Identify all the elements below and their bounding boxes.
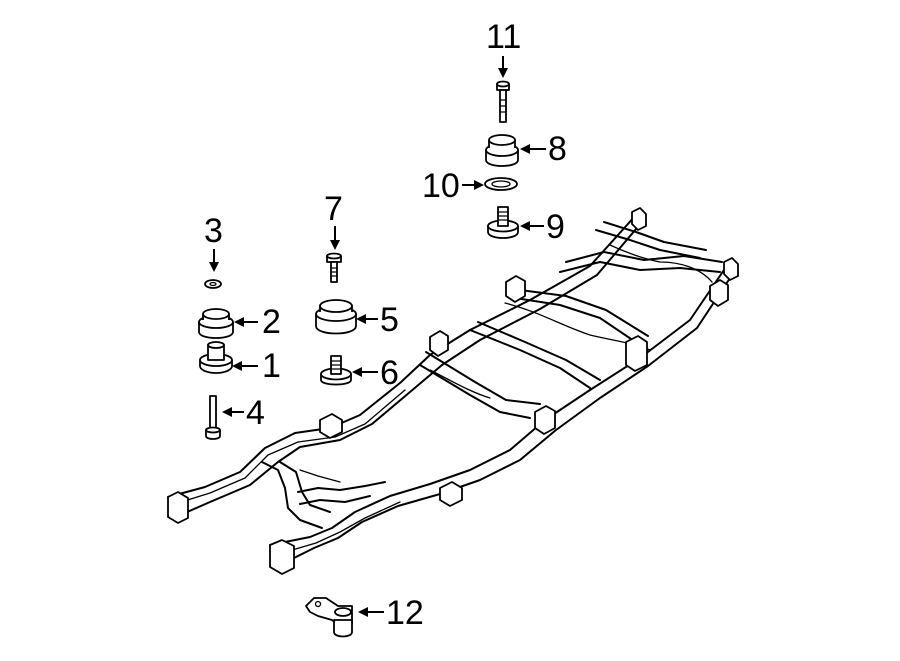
frame-mount-bracket-f <box>439 481 463 507</box>
frame-mount-bracket-a <box>429 330 449 357</box>
frame-right-front-tip <box>269 539 295 575</box>
callout-10-arrow-icon <box>462 180 484 190</box>
frame-left-front-tip <box>167 491 189 524</box>
frame-crossmember-2 <box>469 321 601 389</box>
callout-10: 10 <box>422 167 460 205</box>
frame-assembly-icon <box>167 207 739 575</box>
part-3-washer-icon <box>204 279 222 289</box>
callout-9-arrow-icon <box>520 221 544 231</box>
callout-4: 4 <box>246 394 265 432</box>
part-5-large-bushing-icon <box>315 299 357 335</box>
frame-crossmember-1 <box>419 351 541 419</box>
callout-6-arrow-icon <box>352 367 378 377</box>
frame-crossmember-3 <box>514 289 649 346</box>
callout-3: 3 <box>204 212 223 250</box>
part-6-stud-bushing-icon <box>320 355 352 386</box>
callout-5-arrow-icon <box>356 314 378 324</box>
frame-mount-bracket-d <box>625 335 648 372</box>
callout-12-arrow-icon <box>358 607 384 617</box>
callout-2-arrow-icon <box>234 317 258 327</box>
frame-mount-bracket-b <box>534 405 556 435</box>
part-8-upper-bushing-icon <box>485 134 519 167</box>
part-7-bolt-icon <box>326 252 342 283</box>
part-9-stud-bushing-icon <box>487 206 519 239</box>
callout-8-arrow-icon <box>520 144 546 154</box>
frame-mount-bracket-c <box>505 275 526 303</box>
part-12-bracket-icon <box>305 597 353 638</box>
frame-rear-crossmember <box>595 221 707 259</box>
callout-1: 1 <box>262 347 281 385</box>
frame-mount-bracket-g <box>319 413 343 439</box>
callout-7: 7 <box>324 190 343 228</box>
callout-3-arrow-icon <box>209 249 219 272</box>
callout-4-arrow-icon <box>222 407 244 417</box>
part-4-bolt-icon <box>205 395 221 440</box>
callout-2: 2 <box>262 303 281 341</box>
callout-12: 12 <box>386 594 424 632</box>
frame-front-crossmember <box>261 461 331 529</box>
callout-8: 8 <box>548 130 567 168</box>
callout-11-arrow-icon <box>498 56 508 78</box>
callout-5: 5 <box>380 301 399 339</box>
callout-9: 9 <box>546 208 565 246</box>
part-11-bolt-icon <box>496 80 510 123</box>
frame-mount-bracket-e <box>709 279 729 307</box>
part-1-lower-bushing-icon <box>199 341 233 374</box>
part-2-upper-bushing-icon <box>198 308 234 339</box>
callout-6: 6 <box>380 354 399 392</box>
part-10-washer-icon <box>484 177 518 191</box>
callout-7-arrow-icon <box>330 226 340 250</box>
callout-1-arrow-icon <box>232 361 258 371</box>
callout-11: 11 <box>486 18 521 56</box>
